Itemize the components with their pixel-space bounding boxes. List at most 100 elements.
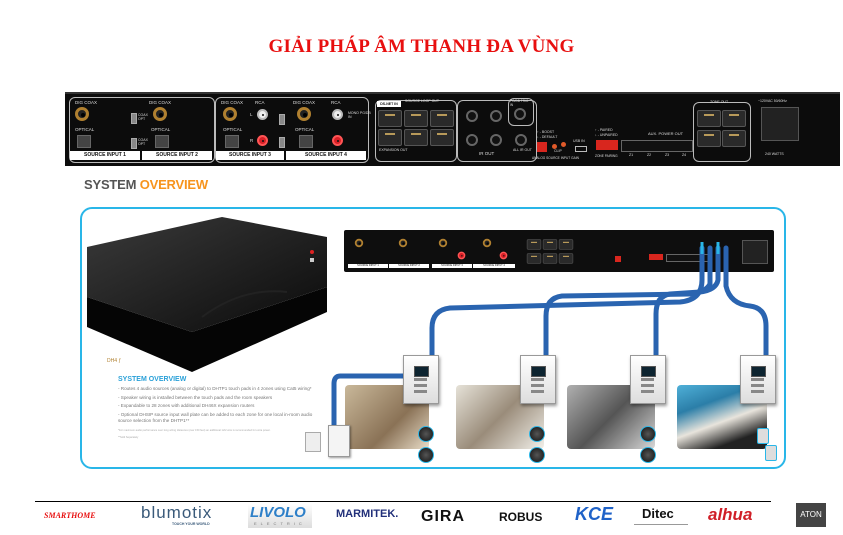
brand-dahua-logo: alhua [708,505,753,524]
mini-rj45 [526,239,542,250]
cable-zone-2 [543,245,713,363]
rca-label-3: RCA [255,100,265,105]
cat5-cable-diagram [331,242,769,433]
outdoor-speaker [765,445,777,461]
coax-jack-2 [153,107,167,121]
keypad-button [531,378,544,381]
all-ir-out-label: ALL IR OUT [513,148,532,152]
mini-iec-inlet [742,240,768,264]
rj45-loop-2 [404,129,428,146]
default-label: ↓ - DEFAULT [537,135,558,139]
zone-pairing-dip-switch [596,140,618,150]
ir-out-group [457,100,537,162]
source-input-group-3-4 [215,97,369,163]
overview-bullet: - Expandable to 28 zones with additional… [118,403,255,408]
mini-coax-4 [482,238,492,248]
source-input-1-label: SOURCE INPUT 1 [70,151,140,160]
ir-out-4 [490,134,502,146]
optical-port-3 [225,135,239,148]
cable-zone-1 [429,245,705,363]
keypad-button [751,390,764,393]
rca-right-jack-3 [257,135,268,146]
coax-jack-4 [297,107,311,121]
svg-text:DH4 ƒ: DH4 ƒ [107,358,121,364]
livolo-sub: ELECTRIC [254,521,306,526]
source-input-4-label: SOURCE INPUT 4 [286,151,366,160]
keypad-button [531,390,544,393]
ceiling-speaker [529,447,545,463]
mini-rj45 [558,239,574,250]
optical-port-2 [155,135,169,148]
overview-text-block: SYSTEM OVERVIEW - Routes 4 audio sources… [118,376,323,440]
aux-power-terminal [621,140,693,152]
mini-rca-red-3 [457,251,466,260]
mini-zone-dip [649,254,663,260]
zone-out-3 [722,110,746,127]
analog-gain-label: ANALOG SOURCE INPUT GAIN [532,156,579,160]
keypad-button [414,384,427,387]
switch-label-2: COAX OPT [138,138,148,146]
mini-rj45 [526,253,542,264]
mini-coax-1 [354,238,364,248]
rca-left-jack-3 [257,109,268,120]
dig-coax-label-2: DIG COAX [149,100,172,105]
keypad-button [641,378,654,381]
keypad-screen [641,366,656,377]
source-loop-out-label: SOURCE LOOP OUT [405,99,439,103]
brand-ditec-logo: Ditec [642,506,674,521]
ir-trig-in-jack [514,108,526,120]
dig-coax-label-3: DIG COAX [221,100,244,105]
brand-blumotix-logo: blumotix [141,503,213,522]
keypad-button [531,384,544,387]
zone-out-label: ZONE OUT [710,100,729,104]
input-switch-3 [279,114,285,125]
rj45-expansion-out [378,129,402,146]
footer-divider [35,501,771,502]
coax-jack-3 [223,107,237,121]
zone-out-2 [697,130,721,147]
mini-source-input-3: SOURCE INPUT 3 [432,264,472,268]
rca-left-label-3: L [250,112,253,117]
usb-label: USB IN [573,139,585,143]
ir-out-label: IR OUT [479,151,495,156]
livolo-text: LIVOLO [250,504,306,521]
boost-label: ↑ - BOOST [537,130,555,134]
optical-label-1: OPTICAL [75,127,95,132]
ceiling-speaker [418,426,434,442]
paired-label: ↑ - PAIRED [595,128,613,132]
audio-source-device [305,432,321,452]
overview-subtitle: SYSTEM OVERVIEW [118,376,187,383]
rca-right-label-3: R [250,138,254,143]
dig-coax-label-4: DIG COAX [293,100,316,105]
overview-footnote: *For maximum audio performance over long… [118,428,271,432]
rj45-dsnet-in [378,110,402,127]
cable-wallplate [331,373,413,433]
keypad-button [414,378,427,381]
mini-source-input-4: SOURCE INPUT 4 [473,264,515,268]
keypad-screen [751,366,766,377]
brand-marmitek-logo: MARMITEK. [336,508,399,520]
zone-out-4 [722,130,746,147]
heading-system: SYSTEM [84,177,137,192]
overview-bullet: - Speaker wiring is installed between th… [118,394,273,400]
rj45-loop-3 [430,110,454,127]
zone-out-group [693,102,751,162]
mini-rj45 [542,239,558,250]
mini-source-input-2: SOURCE INPUT 2 [389,264,429,268]
aux-zone-z1: Z1 [629,153,634,157]
clip-led-1 [552,144,557,149]
power-rating-label: ~120VAC 50/60Hz [758,99,787,103]
keypad-screen [531,366,546,377]
aux-zone-z2: Z2 [647,153,652,157]
clip-label: CLIP [554,149,562,153]
switch-label-1: COAX OPT [138,113,148,121]
zone-pairing-label: ZONE PAIRING [595,154,618,158]
dig-coax-label-1: DIG COAX [75,100,98,105]
zone-out-1 [697,110,721,127]
ditec-underline [634,524,688,525]
mini-gain-dip [615,256,621,262]
gain-dip-switch [537,142,547,152]
ir-out-all [515,134,527,146]
mini-source-input-1: SOURCE INPUT 1 [348,264,388,268]
mini-coax-2 [398,238,408,248]
